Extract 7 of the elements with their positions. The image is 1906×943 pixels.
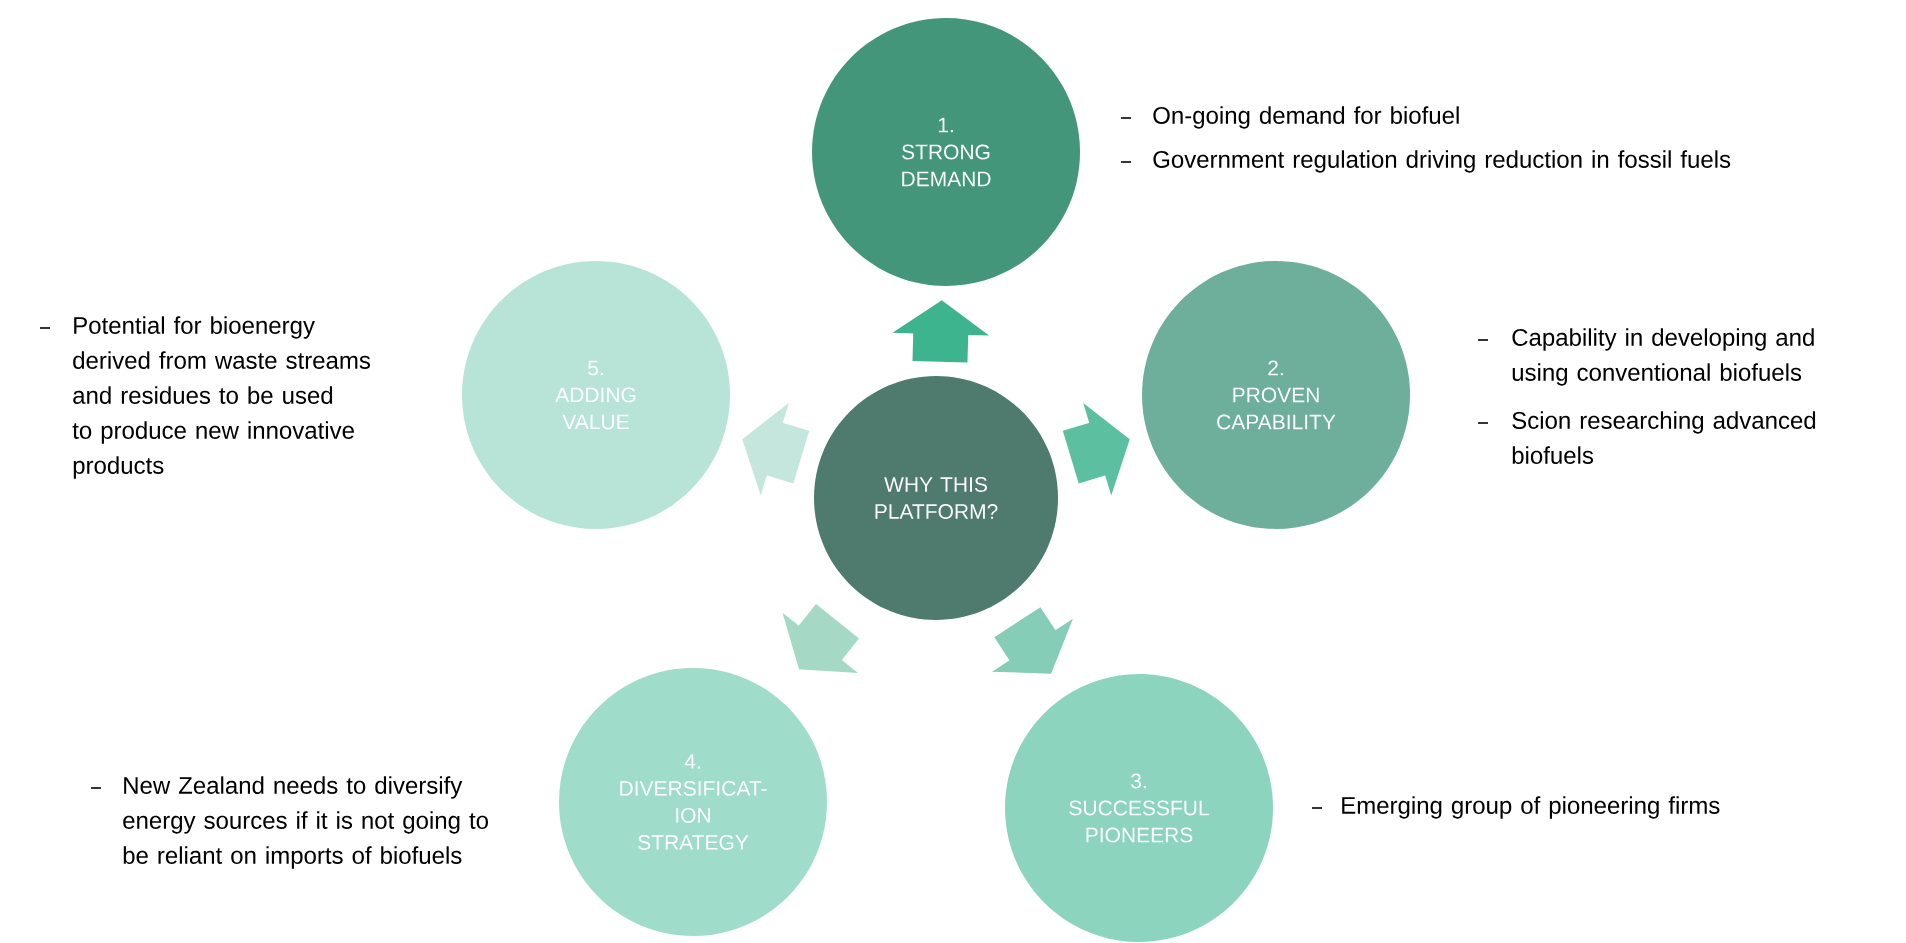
bullet-text: Emerging group of pioneering firms	[1342, 796, 1720, 819]
bullet-text: Capability in developing and using conventional biofuels	[1512, 328, 1814, 386]
bullet-text: Government regulation driving reduction in fossil fuels	[1153, 150, 1731, 173]
bullet-text: Potential for bioenergy derived from waste streams and residues to be used to produce new innovative products	[72, 316, 371, 479]
bullet-text: On-going demand for biofuel	[1153, 106, 1459, 129]
bullet-text: Scion researching advanced biofuels	[1512, 411, 1816, 464]
bullet-text: New Zealand needs to diversify energy sources if it is not going to be reliant on imports of biofuels	[123, 776, 488, 869]
